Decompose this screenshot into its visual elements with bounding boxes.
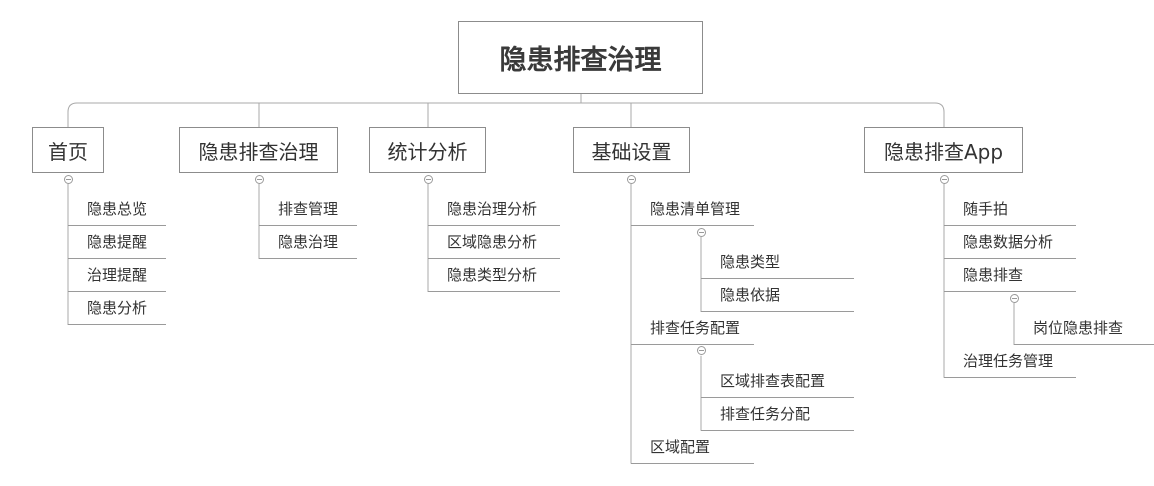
leaf-node[interactable]: 隐患清单管理: [631, 195, 754, 226]
leaf-node[interactable]: 岗位隐患排查: [1014, 314, 1154, 345]
collapse-icon[interactable]: [423, 174, 433, 184]
branch-bar: [67, 102, 945, 127]
leaf-node[interactable]: 区域排查表配置: [701, 367, 854, 398]
leaf-node[interactable]: 隐患依据: [701, 281, 854, 312]
collapse-icon[interactable]: [696, 227, 706, 237]
leaf-node[interactable]: 治理任务管理: [944, 347, 1076, 378]
branch-node[interactable]: 隐患排查治理: [179, 127, 338, 173]
leaf-node[interactable]: 排查任务分配: [701, 400, 854, 431]
collapse-icon[interactable]: [626, 174, 636, 184]
leaf-node[interactable]: 隐患类型: [701, 248, 854, 279]
branch-node[interactable]: 统计分析: [369, 127, 486, 173]
leaf-node[interactable]: 排查管理: [259, 195, 357, 226]
leaf-node[interactable]: 隐患分析: [68, 294, 166, 325]
leaf-node[interactable]: 隐患数据分析: [944, 228, 1076, 259]
collapse-icon[interactable]: [696, 346, 706, 356]
leaf-node[interactable]: 隐患总览: [68, 195, 166, 226]
leaf-node[interactable]: 排查任务配置: [631, 314, 754, 345]
branch-node[interactable]: 首页: [32, 127, 104, 173]
collapse-icon[interactable]: [254, 174, 264, 184]
leaf-node[interactable]: 隐患提醒: [68, 228, 166, 259]
collapse-icon[interactable]: [63, 174, 73, 184]
leaf-node[interactable]: 区域隐患分析: [428, 228, 560, 259]
leaf-node[interactable]: 隐患排查: [944, 261, 1076, 292]
leaf-node[interactable]: 治理提醒: [68, 261, 166, 292]
leaf-node[interactable]: 隐患治理: [259, 228, 357, 259]
collapse-icon[interactable]: [1009, 293, 1019, 303]
leaf-node[interactable]: 隐患治理分析: [428, 195, 560, 226]
collapse-icon[interactable]: [939, 174, 949, 184]
leaf-node[interactable]: 区域配置: [631, 433, 754, 464]
branch-node[interactable]: 隐患排查App: [864, 127, 1023, 173]
root-node[interactable]: 隐患排查治理: [458, 21, 703, 94]
leaf-node[interactable]: 隐患类型分析: [428, 261, 560, 292]
branch-node[interactable]: 基础设置: [573, 127, 690, 173]
leaf-node[interactable]: 随手拍: [944, 195, 1076, 226]
